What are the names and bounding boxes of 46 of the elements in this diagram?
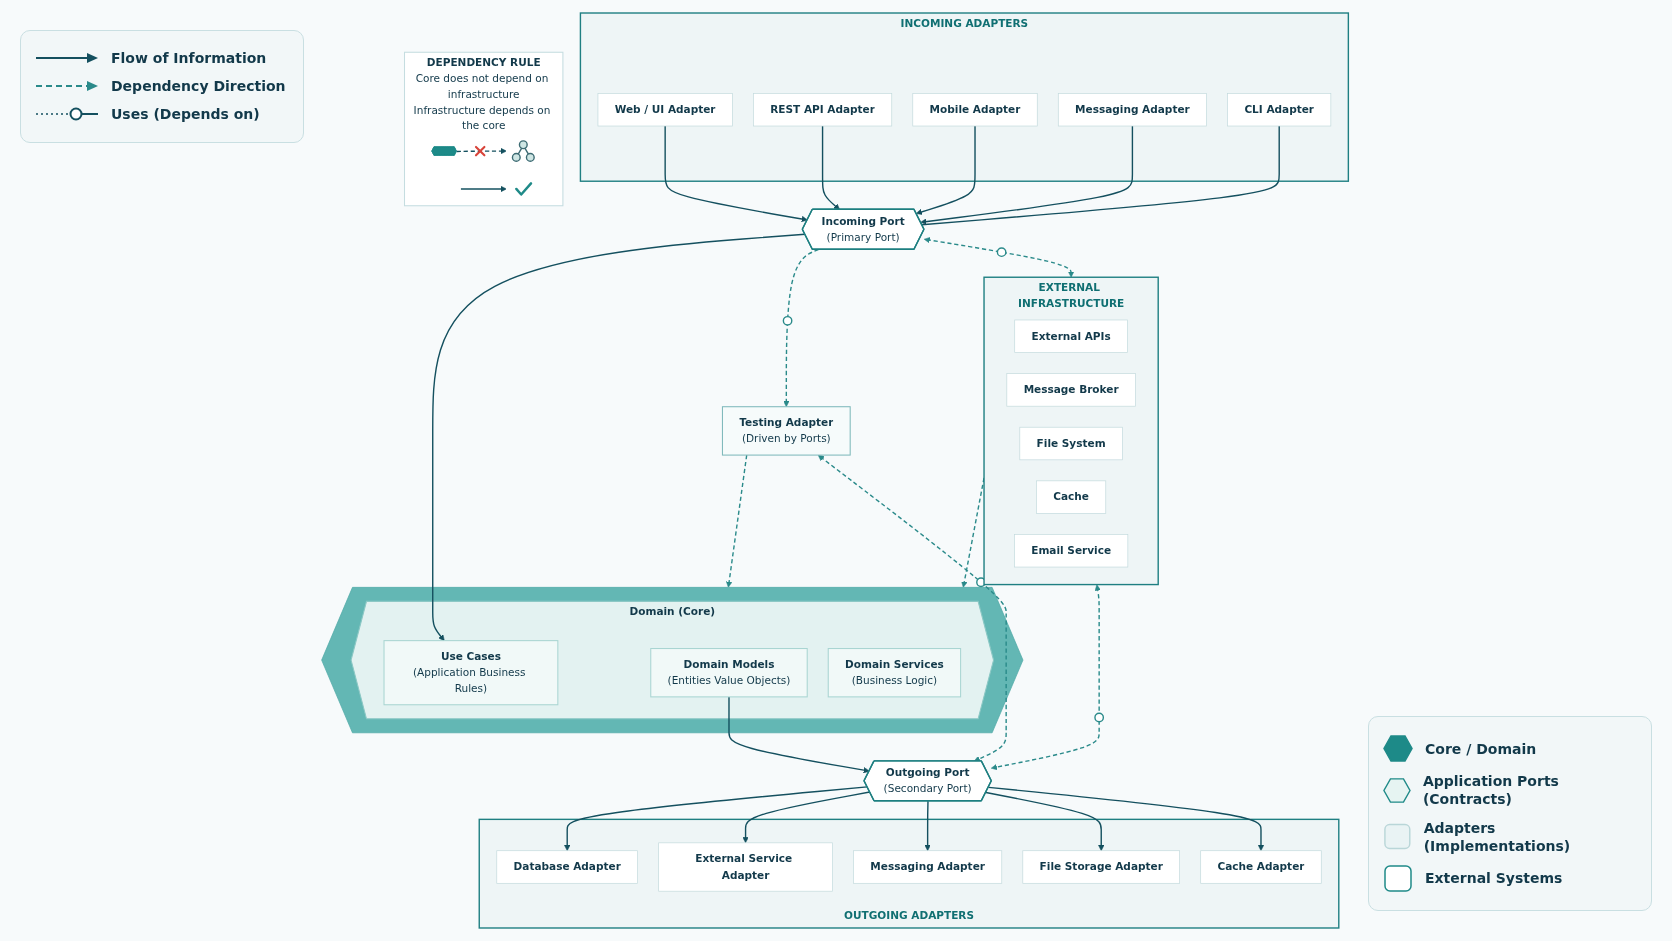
arrow [985,791,1105,851]
node-box: External Service Adapter [658,842,833,892]
connector [921,125,1280,226]
node-box: File System [1019,426,1123,461]
node-box: Use Cases (Application Business Rules) [383,640,559,706]
legend-text: Dependency Direction [111,77,286,96]
arrow [987,786,1265,851]
node-box: Cache [1036,480,1107,514]
arrow [742,791,871,844]
node-box: Email Service [1014,534,1129,568]
node-box: Domain Models (Entities Value Objects) [650,648,808,698]
arrow [915,125,976,215]
arrow [664,125,808,223]
arrow [432,233,806,641]
arrow [564,786,868,851]
node-box: Web / UI Adapter [597,93,733,127]
arrow [728,696,870,774]
cluster: DEPENDENCY RULE Core does not depend on infrastructure Infrastructure depends on the core [403,51,564,207]
arrow [456,148,507,155]
node-box: Message Broker [1006,373,1136,407]
arrow [726,454,748,588]
arrow [923,237,1075,278]
legend-text: Uses (Depends on) [111,105,260,124]
arrow [783,248,820,407]
node-box: Mobile Adapter [912,93,1038,127]
node-box: REST API Adapter [753,93,893,127]
node-box: File Storage Adapter [1022,850,1180,884]
node-box: Messaging Adapter [853,850,1003,884]
node-box: External APIs [1014,319,1128,353]
arrow [991,584,1101,771]
node-box: Testing Adapter (Driven by Ports) [721,406,851,456]
node-box: Database Adapter [496,850,638,884]
arrow [821,125,840,210]
node-box: Domain Services (Business Logic) [827,648,962,698]
legend-text: External Systems [1425,869,1563,888]
node-box: Cache Adapter [1200,850,1322,884]
legend-text: Application Ports (Contracts) [1422,772,1560,809]
node-box: CLI Adapter [1227,93,1332,127]
arrow [924,800,931,851]
legend-text: Core / Domain [1425,739,1537,758]
legend-text: Flow of Information [111,49,267,68]
legend-text: Adapters (Implementations) [1423,818,1572,855]
arrow [460,185,507,192]
node-box: Messaging Adapter [1057,93,1207,127]
arrow [817,454,1007,762]
arrow [920,125,1134,225]
